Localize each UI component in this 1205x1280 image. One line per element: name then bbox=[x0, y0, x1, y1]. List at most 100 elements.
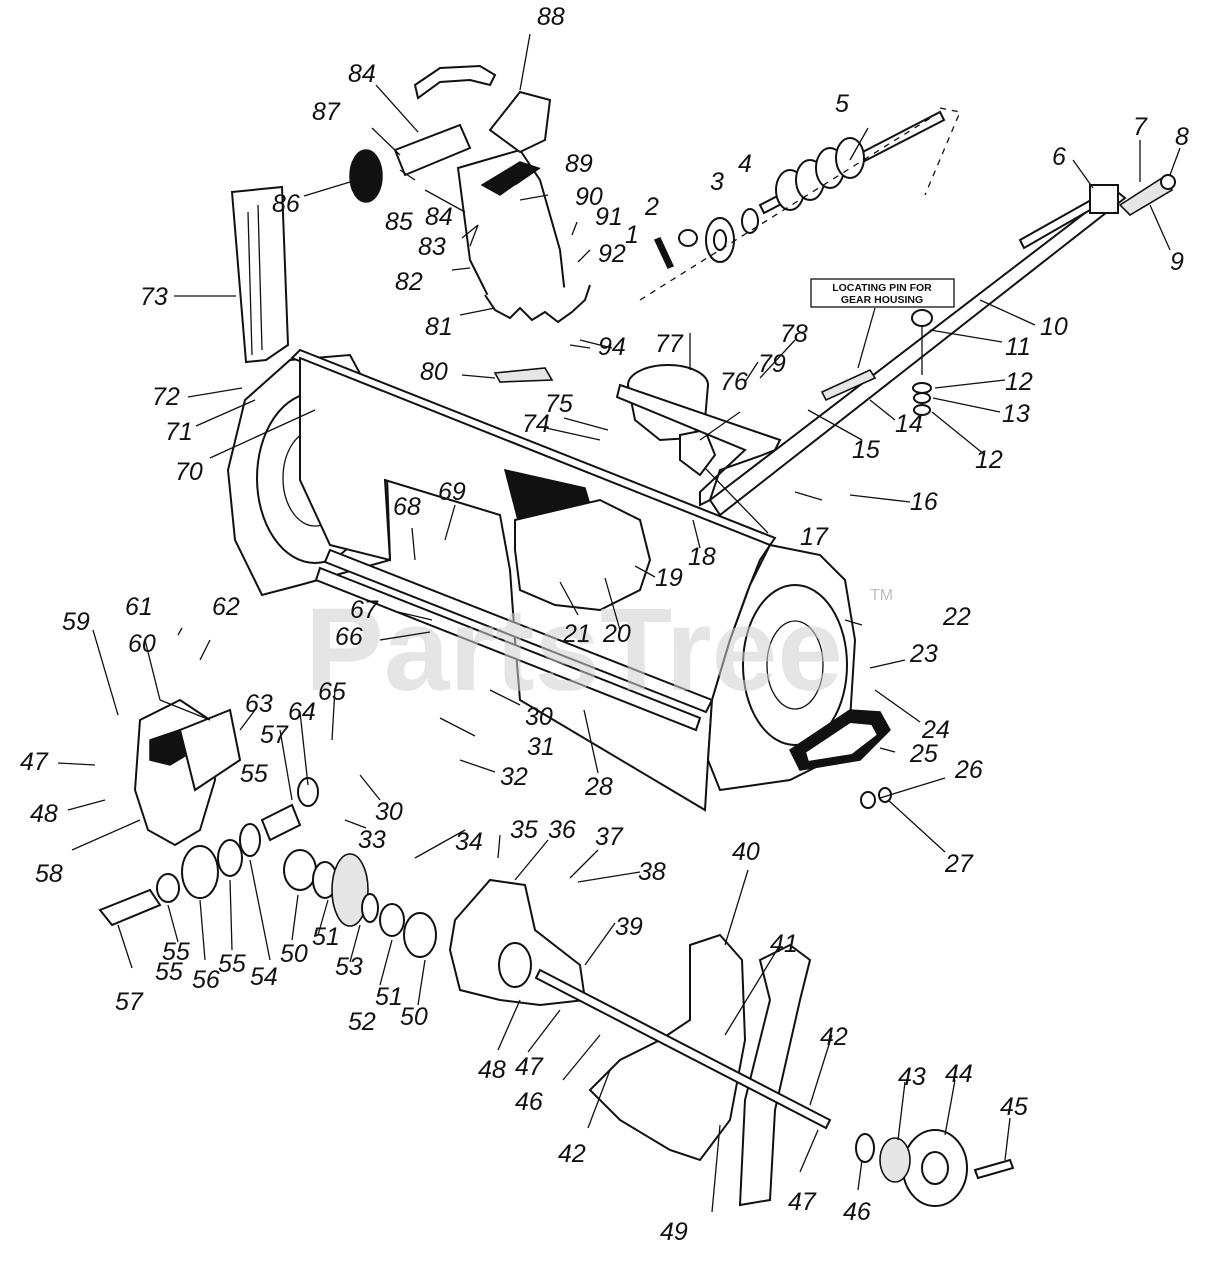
callout-75: 75 bbox=[545, 390, 573, 418]
callout-2: 2 bbox=[644, 193, 659, 221]
part-bearing-43 bbox=[879, 1137, 911, 1183]
callout-58: 58 bbox=[35, 860, 63, 888]
callout-70: 70 bbox=[175, 458, 203, 486]
callout-57b: 57 bbox=[115, 988, 144, 1016]
callout-83: 83 bbox=[418, 233, 446, 261]
callout-8: 8 bbox=[1175, 123, 1189, 151]
part-shaft-57 bbox=[98, 888, 162, 927]
callout-76: 76 bbox=[720, 368, 748, 396]
part-thrust-50a bbox=[283, 849, 317, 891]
part-washer-26 bbox=[860, 791, 876, 809]
part-crank-bracket-6 bbox=[1089, 184, 1119, 214]
callout-40: 40 bbox=[732, 838, 760, 866]
part-thrust-50b bbox=[403, 912, 437, 958]
part-shim-80 bbox=[493, 367, 554, 383]
callout-85: 85 bbox=[385, 208, 413, 236]
callout-53: 53 bbox=[335, 953, 363, 981]
part-flange-bore bbox=[921, 1151, 949, 1185]
callout-20: 20 bbox=[602, 620, 631, 648]
part-washer-46b bbox=[855, 1133, 875, 1163]
part-thrust-51b bbox=[379, 903, 405, 937]
callout-56: 56 bbox=[192, 966, 220, 994]
callout-50a: 50 bbox=[280, 940, 308, 968]
callout-1: 1 bbox=[625, 221, 639, 249]
part-crank-housing-84 bbox=[393, 123, 472, 177]
callout-23: 23 bbox=[909, 640, 938, 668]
callout-32: 32 bbox=[500, 763, 528, 791]
callout-46a: 46 bbox=[515, 1088, 543, 1116]
callout-61: 61 bbox=[125, 593, 153, 621]
callout-24: 24 bbox=[921, 716, 950, 744]
part-auger-spiral bbox=[775, 137, 865, 211]
part-washer-4 bbox=[741, 208, 759, 234]
callout-55d: 55 bbox=[162, 938, 190, 966]
callout-26: 26 bbox=[954, 756, 983, 784]
callout-28: 28 bbox=[584, 773, 613, 801]
callout-45: 45 bbox=[1000, 1093, 1028, 1121]
callout-54: 54 bbox=[250, 963, 278, 991]
part-auger-shaft-47 bbox=[534, 968, 832, 1130]
callout-12a: 12 bbox=[1005, 368, 1033, 396]
callout-22: 22 bbox=[942, 603, 971, 631]
callout-68: 68 bbox=[393, 493, 421, 521]
callout-92: 92 bbox=[598, 240, 626, 268]
callout-38: 38 bbox=[638, 858, 666, 886]
part-cover-plate-63 bbox=[178, 708, 242, 792]
part-pin-1 bbox=[653, 237, 675, 269]
callout-labels: 1 2 3 4 5 6 7 8 9 10 11 12 12 13 14 15 1… bbox=[20, 3, 1189, 1246]
callout-55b: 55 bbox=[155, 958, 183, 986]
callout-65: 65 bbox=[318, 678, 346, 706]
watermark-text: PartsTree bbox=[305, 584, 843, 716]
callout-10: 10 bbox=[1040, 313, 1068, 341]
callout-5: 5 bbox=[835, 90, 849, 118]
callout-94: 94 bbox=[598, 333, 626, 361]
callout-44: 44 bbox=[945, 1060, 973, 1088]
callout-31: 31 bbox=[527, 733, 555, 761]
callout-leaders bbox=[57, 33, 1181, 1213]
callout-80: 80 bbox=[420, 358, 448, 386]
callout-55c: 55 bbox=[218, 950, 246, 978]
callout-25: 25 bbox=[909, 740, 938, 768]
callout-42a: 42 bbox=[820, 1023, 848, 1051]
callout-11: 11 bbox=[1005, 333, 1031, 361]
note-line-2: GEAR HOUSING bbox=[841, 294, 923, 306]
part-spacer-13 bbox=[913, 392, 931, 404]
callout-74: 74 bbox=[522, 410, 550, 438]
callout-51b: 51 bbox=[375, 983, 403, 1011]
callout-37: 37 bbox=[595, 823, 624, 851]
callout-13: 13 bbox=[1002, 400, 1030, 428]
callout-72: 72 bbox=[152, 383, 180, 411]
parts-artwork bbox=[98, 64, 1176, 1207]
callout-84b: 84 bbox=[425, 203, 453, 231]
part-bearing-56 bbox=[181, 845, 219, 899]
part-washer-12 bbox=[912, 382, 932, 394]
callout-71: 71 bbox=[165, 418, 193, 446]
part-gear-52 bbox=[361, 893, 379, 923]
callout-42b: 42 bbox=[558, 1140, 586, 1168]
part-chute-bracket-76 bbox=[679, 428, 717, 477]
callout-87: 87 bbox=[312, 98, 341, 126]
callout-47b: 47 bbox=[788, 1188, 817, 1216]
callout-52: 52 bbox=[348, 1008, 376, 1036]
callout-12b: 12 bbox=[975, 446, 1003, 474]
callout-66: 66 bbox=[335, 623, 363, 651]
callout-73: 73 bbox=[140, 283, 168, 311]
callout-34: 34 bbox=[455, 828, 483, 856]
callout-15: 15 bbox=[852, 436, 880, 464]
watermark-trademark: TM bbox=[870, 587, 893, 604]
part-chute-grip-89 bbox=[480, 161, 540, 196]
callout-81: 81 bbox=[425, 313, 453, 341]
callout-60: 60 bbox=[128, 630, 156, 658]
callout-21: 21 bbox=[562, 620, 591, 648]
callout-48b: 48 bbox=[30, 800, 58, 828]
part-washer-12b bbox=[913, 404, 931, 416]
part-bushing-57b bbox=[260, 803, 302, 842]
callout-48a: 48 bbox=[478, 1056, 506, 1084]
callout-67: 67 bbox=[350, 596, 379, 624]
part-handle-tube bbox=[708, 188, 1127, 517]
callout-17: 17 bbox=[800, 523, 829, 551]
callout-79: 79 bbox=[758, 350, 786, 378]
part-chute-upper-88 bbox=[488, 90, 552, 154]
part-impeller-40 bbox=[588, 933, 747, 1162]
